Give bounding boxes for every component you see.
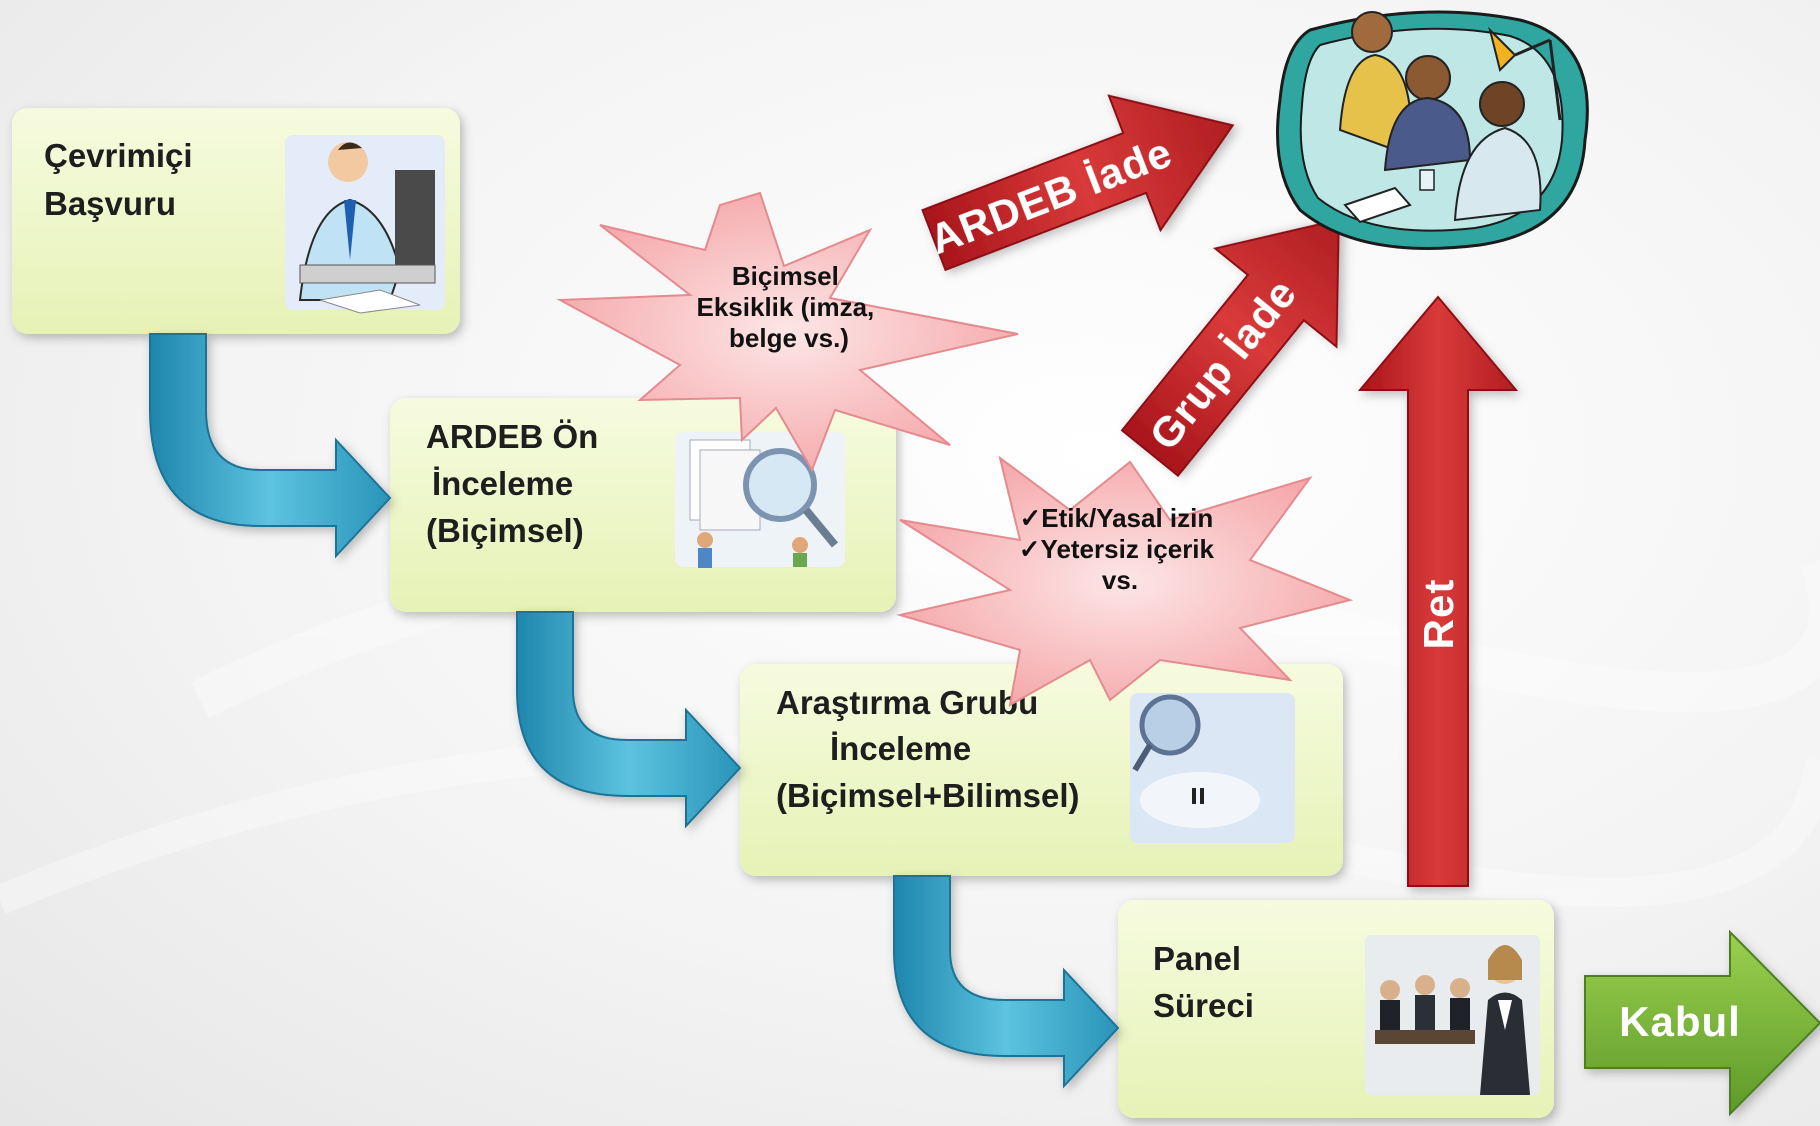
step-label: Araştırma Grubu İnceleme (Biçimsel+Bilim… (776, 684, 1080, 814)
connector-arrow-2 (516, 611, 742, 829)
meeting-discussion-illustration (1276, 10, 1589, 250)
step-box-ardeb-pre-review: ARDEB Ön İnceleme (Biçimsel) (390, 398, 896, 612)
step-label: Panel Süreci (1153, 940, 1254, 1024)
arrow-label: Kabul (1619, 998, 1741, 1045)
person-at-computer-illustration (285, 135, 445, 314)
step-box-research-group-review: Araştırma Grubu İnceleme (Biçimsel+Bilim… (740, 664, 1343, 876)
starburst-formal-deficiency: Biçimsel Eksiklik (imza, belge vs.) (556, 191, 1019, 473)
step-box-panel-process: Panel Süreci (1118, 900, 1554, 1118)
starburst-ethics-content: ✓Etik/Yasal izin ✓Yetersiz içerik vs. (896, 455, 1354, 707)
magnifier-people-illustration (1130, 693, 1295, 843)
step-label: Çevrimiçi Başvuru (44, 137, 202, 222)
ardeb-return-arrow: ARDEB İade (921, 94, 1235, 272)
arrow-label: Ret (1415, 579, 1462, 650)
step-box-online-application: Çevrimiçi Başvuru (12, 108, 460, 334)
connector-arrow-3 (893, 875, 1120, 1089)
burst-label: Biçimsel Eksiklik (imza, belge vs.) (697, 261, 882, 353)
step-label: ARDEB Ön İnceleme (Biçimsel) (426, 418, 608, 549)
arrow-label: Grup İade (1140, 269, 1306, 458)
magnifier-documents-illustration (675, 432, 845, 568)
burst-label: ✓Etik/Yasal izin ✓Yetersiz içerik vs. (1019, 503, 1221, 595)
business-meeting-photo (1365, 935, 1540, 1095)
connector-arrow-1 (149, 333, 392, 559)
accept-arrow: Kabul (1584, 929, 1820, 1117)
reject-arrow: Ret (1357, 295, 1519, 887)
